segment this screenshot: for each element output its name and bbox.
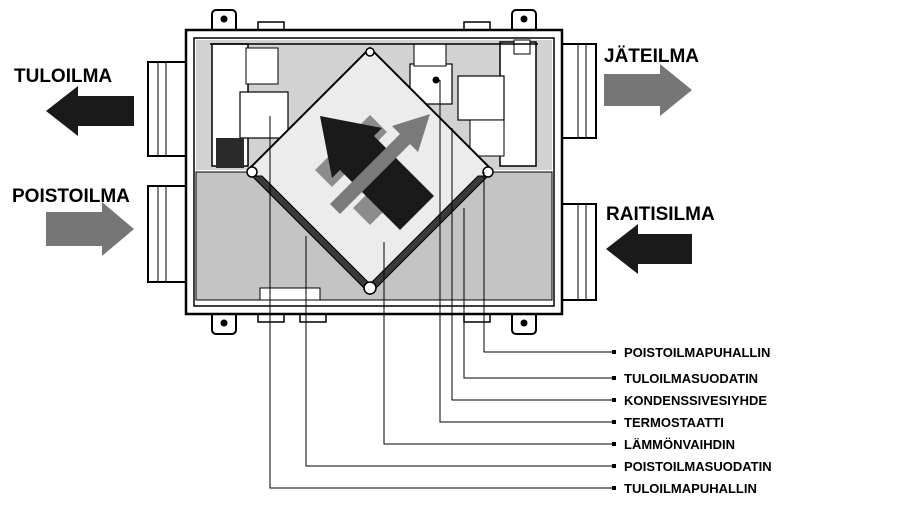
supply-air-label: TULOILMA xyxy=(14,66,112,87)
component-label-supply-fan: TULOILMAPUHALLIN xyxy=(624,481,757,496)
heat-exchanger xyxy=(246,46,494,296)
mounting-tabs xyxy=(211,9,537,335)
exhaust-air-label: JÄTEILMA xyxy=(604,46,699,67)
component-label-thermostat: TERMOSTAATTI xyxy=(624,415,724,430)
outdoor-air-label: RAITISILMA xyxy=(606,204,715,225)
left-duct-collars xyxy=(147,61,189,283)
supply-air-arrow xyxy=(46,86,134,136)
component-label-supply-filter: TULOILMASUODATIN xyxy=(624,371,758,386)
outdoor-air-arrow xyxy=(606,224,692,274)
extract-air-arrow xyxy=(46,202,134,256)
component-label-exhaust-fan: POISTOILMAPUHALLIN xyxy=(624,345,770,360)
extract-air-label: POISTOILMA xyxy=(12,186,130,207)
component-label-heat-exchanger: LÄMMÖNVAIHDIN xyxy=(624,437,735,452)
exhaust-air-arrow xyxy=(604,64,692,116)
component-labels: POISTOILMAPUHALLIN TULOILMASUODATIN KOND… xyxy=(612,345,772,496)
exchanger-flow-arrow-gray xyxy=(324,114,430,214)
component-label-extract-filter: POISTOILMASUODATIN xyxy=(624,459,772,474)
leader-lines xyxy=(269,80,612,489)
component-label-condensate-connection: KONDENSSIVESIYHDE xyxy=(624,393,767,408)
